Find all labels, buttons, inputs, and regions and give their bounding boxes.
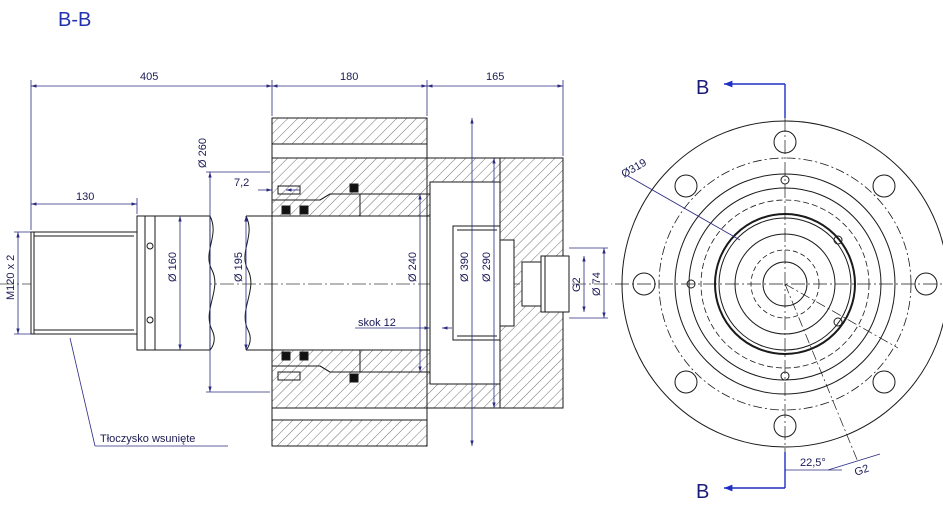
dim-dia-74: Ø 74 [591, 272, 603, 296]
stroke-label: skok 12 [358, 317, 396, 329]
dim-165: 165 [486, 71, 504, 83]
dim-405: 405 [140, 71, 158, 83]
section-arrows [724, 80, 786, 492]
dim-dia-390: Ø 390 [459, 252, 471, 282]
dim-dia-319: Ø319 [620, 157, 649, 181]
section-label-top: B [696, 77, 709, 99]
dim-7-2: 7,2 [234, 177, 249, 189]
dimension-lines [14, 80, 608, 447]
dim-angle-22-5: 22,5° [800, 457, 826, 469]
dim-g2: G2 [571, 277, 583, 292]
rod-retracted-label: Tłoczysko wsunięte [100, 433, 195, 445]
dim-m120: M120 x 2 [5, 255, 17, 300]
dim-g2-side: G2 [853, 463, 871, 479]
dim-dia-160: Ø 160 [167, 252, 179, 282]
dim-180: 180 [340, 71, 358, 83]
dim-dia-260: Ø 260 [197, 138, 209, 168]
dim-dia-195: Ø 195 [233, 252, 245, 282]
dim-dia-240: Ø 240 [407, 252, 419, 282]
dim-130: 130 [76, 191, 94, 203]
section-view [0, 117, 612, 447]
section-title: B-B [58, 9, 91, 31]
section-label-bottom: B [696, 481, 709, 503]
front-view [615, 118, 943, 471]
dim-dia-290: Ø 290 [481, 252, 493, 282]
